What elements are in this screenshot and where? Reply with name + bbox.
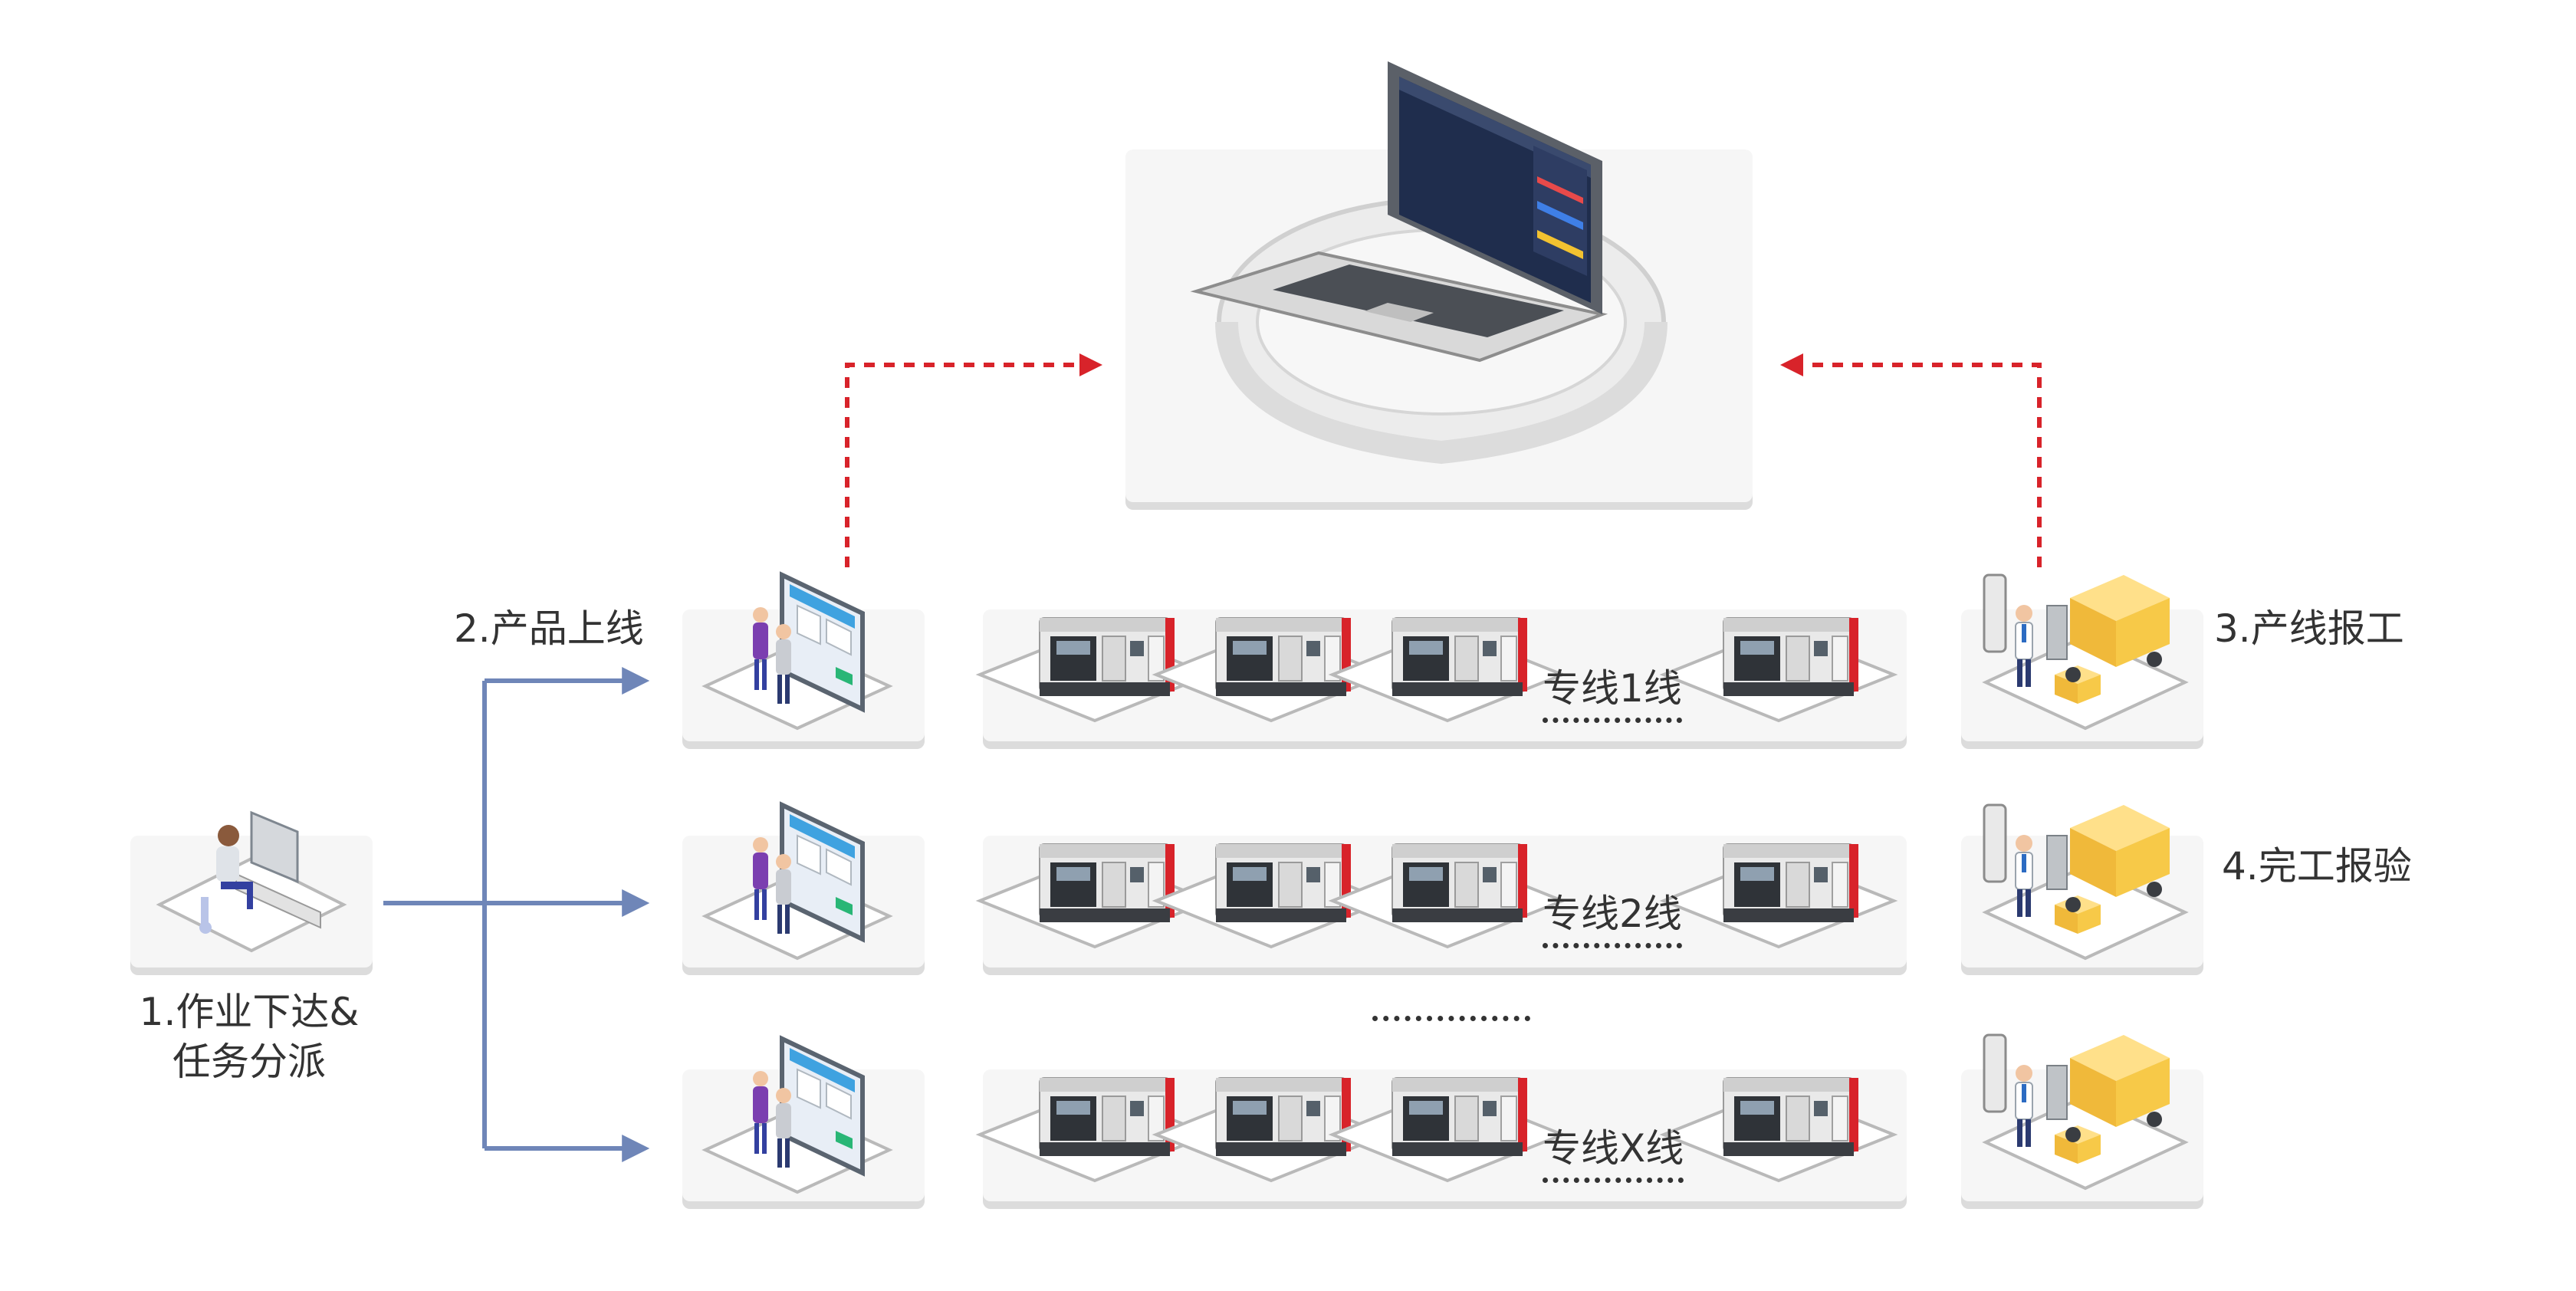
line-label-2: 专线2线 [1543, 883, 1682, 948]
cnc-machine-icon [1331, 616, 1564, 722]
dispatch-flow-arrows [383, 667, 650, 1162]
step1-label-line1: 1.作业下达& [139, 990, 360, 1034]
logistics-worker-icon [1983, 573, 2187, 730]
touch-screen-icon [705, 805, 889, 958]
step2-label: 2.产品上线 [454, 606, 644, 651]
line-label-x: 专线X线 [1543, 1118, 1684, 1183]
logistics-worker-icon [1983, 1033, 2187, 1190]
cnc-machine-icon [1331, 843, 1564, 948]
data-upload-arrows [845, 353, 2042, 567]
logistics-worker-icon [1983, 803, 2187, 960]
cnc-machine-icon [1331, 1076, 1564, 1182]
more-lines-ellipsis [1372, 1016, 1530, 1021]
cnc-machine-icon [1662, 843, 1895, 948]
line-label-1: 专线1线 [1543, 658, 1682, 723]
step1-label: 1.作业下达& 任务分派 [123, 987, 376, 1087]
laptop-icon [1190, 61, 1668, 465]
cnc-machine-icon [1662, 616, 1895, 722]
step3-label: 3.产线报工 [2214, 606, 2404, 651]
touch-screen-icon [705, 1039, 889, 1192]
touch-screen-icon [705, 575, 889, 728]
office-worker-icon [158, 810, 345, 952]
step4-label: 4.完工报验 [2222, 844, 2412, 889]
step1-label-line2: 任务分派 [172, 1040, 326, 1084]
cnc-machine-icon [1662, 1076, 1895, 1182]
